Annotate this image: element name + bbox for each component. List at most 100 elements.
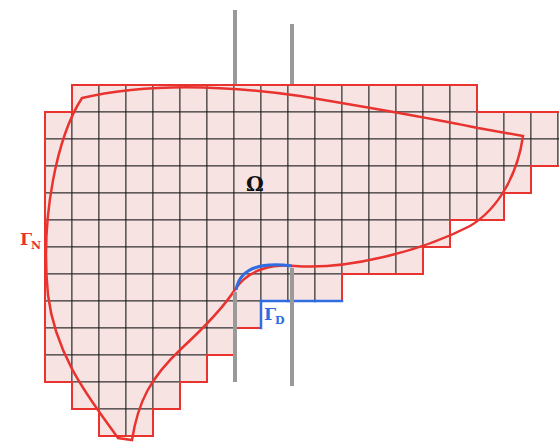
voxel-cell [369,220,396,247]
neumann-edge [396,273,423,275]
neumann-edge [44,355,46,382]
neumann-edge [369,273,396,275]
voxel-cell [396,193,423,220]
voxel-cell [99,166,126,193]
voxel-cell [45,166,72,193]
voxel-cell [72,139,99,166]
voxel-cell [261,193,288,220]
neumann-edge [503,193,505,220]
voxel-cell [126,409,153,436]
voxel-cell [72,193,99,220]
neumann-edge [179,382,181,409]
voxel-cell [369,112,396,139]
neumann-edge [72,408,99,410]
voxel-cell [45,220,72,247]
organ-outline [46,87,523,440]
neumann-edge [423,246,450,248]
neumann-edge [99,84,126,86]
voxel-cell [126,166,153,193]
cut-line [233,292,237,382]
neumann-edge [449,220,451,247]
voxel-cell [261,247,288,274]
voxel-cell [207,112,234,139]
voxel-cell [342,193,369,220]
voxel-cell [396,220,423,247]
voxel-cell [153,139,180,166]
voxel-cell [126,274,153,301]
voxel-cell [153,301,180,328]
voxel-cell [126,193,153,220]
neumann-edge [342,84,369,86]
voxel-cell [126,247,153,274]
boundary-symbol: Γ [264,306,276,323]
voxel-cell [99,301,126,328]
neumann-edge [152,409,154,436]
neumann-edge [341,274,343,301]
voxel-cell [99,85,126,112]
voxel-cell [288,139,315,166]
neumann-edge [530,166,532,193]
voxel-cell [72,301,99,328]
voxel-cell [99,112,126,139]
neumann-edge [44,166,46,193]
neumann-edge [71,382,73,409]
voxel-cell [261,139,288,166]
neumann-edge [234,327,261,329]
voxel-cell [261,274,288,301]
domain-symbol: Ω [246,174,264,194]
voxel-cell [423,166,450,193]
neumann-edge [477,111,504,113]
neumann-edge [396,84,423,86]
voxel-cell [153,166,180,193]
voxel-cell [315,274,342,301]
boundary-symbol: Γ [20,231,32,248]
voxel-cell [99,139,126,166]
voxel-cell [153,112,180,139]
voxel-cell [234,193,261,220]
voxel-cell [369,193,396,220]
neumann-edge [44,193,46,220]
voxel-cell [180,220,207,247]
neumann-edge [45,381,72,383]
voxel-grid [45,85,559,436]
voxel-cell [342,220,369,247]
neumann-edge [207,354,234,356]
neumann-edge [450,84,477,86]
neumann-edge [234,84,261,86]
boundary-subscript: D [275,315,285,326]
neumann-edge [153,84,180,86]
voxel-cell [180,247,207,274]
voxel-cell [423,193,450,220]
voxel-cell [153,382,180,409]
voxel-cell [207,193,234,220]
neumann-edge [126,435,153,437]
voxel-cell [126,301,153,328]
voxel-cell [315,112,342,139]
neumann-edge [369,84,396,86]
voxel-cell [261,112,288,139]
voxel-cell [72,112,99,139]
voxel-cell [288,112,315,139]
voxel-cell [207,301,234,328]
neumann-edge [72,84,99,86]
voxel-cell [477,139,504,166]
neumann-edge [531,111,558,113]
voxel-cell [396,166,423,193]
voxel-cell [126,112,153,139]
voxel-cell [234,112,261,139]
neumann-edge [44,328,46,355]
voxel-cell [99,193,126,220]
voxel-cell [234,301,261,328]
neumann-edge [44,139,46,166]
voxel-cell [531,112,558,139]
voxel-cell [315,193,342,220]
voxel-cell [450,193,477,220]
voxel-cell [180,328,207,355]
voxel-cell [153,328,180,355]
voxel-cell [72,166,99,193]
voxel-cell [126,220,153,247]
voxel-cell [45,247,72,274]
voxel-cell [342,139,369,166]
voxel-cell [315,139,342,166]
voxel-cell [99,247,126,274]
